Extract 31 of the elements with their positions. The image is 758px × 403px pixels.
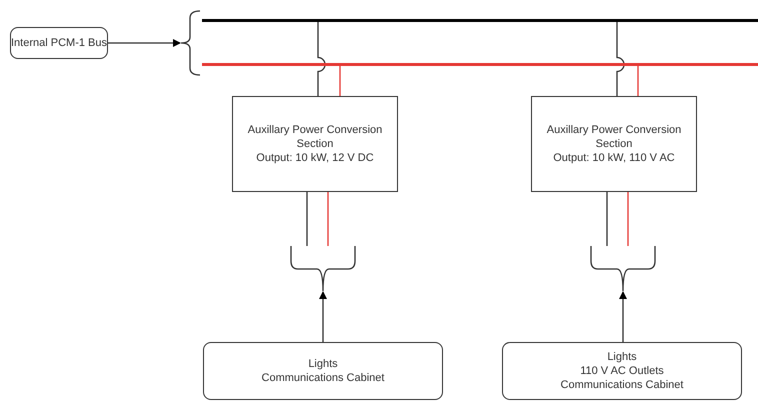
curly-brace: [590, 246, 656, 292]
curly-brace: [180, 10, 200, 76]
rounded-box: [203, 342, 443, 400]
curly-brace: [290, 246, 356, 292]
node-text: Lights: [607, 350, 637, 364]
bus-line: [202, 63, 758, 66]
wire: [327, 192, 329, 246]
node-text: Lights: [308, 357, 338, 371]
rounded-box: [10, 27, 108, 59]
node-text: 110 V AC Outlets: [580, 364, 664, 378]
node-text: Output: 10 kW, 110 V AC: [553, 151, 675, 165]
wire: [627, 192, 629, 246]
node-text: Internal PCM-1 Bus: [11, 36, 107, 50]
node-text: Communications Cabinet: [262, 371, 384, 385]
bus-line: [202, 19, 758, 22]
wire: [306, 192, 308, 246]
node-text: Auxillary Power Conversion Section: [546, 123, 682, 151]
arrow: [319, 291, 327, 342]
process-box: [232, 96, 398, 192]
arrow: [108, 39, 181, 47]
wire: [616, 22, 625, 96]
process-box: [531, 96, 697, 192]
wire: [317, 22, 326, 96]
rounded-box: [502, 342, 742, 400]
wire: [339, 66, 341, 96]
node-text: Output: 10 kW, 12 V DC: [256, 151, 374, 165]
wire: [606, 192, 608, 246]
node-text: Communications Cabinet: [560, 378, 684, 392]
arrow: [619, 291, 627, 342]
node-text: Auxillary Power Conversion Section: [246, 123, 384, 151]
wire: [637, 66, 639, 96]
